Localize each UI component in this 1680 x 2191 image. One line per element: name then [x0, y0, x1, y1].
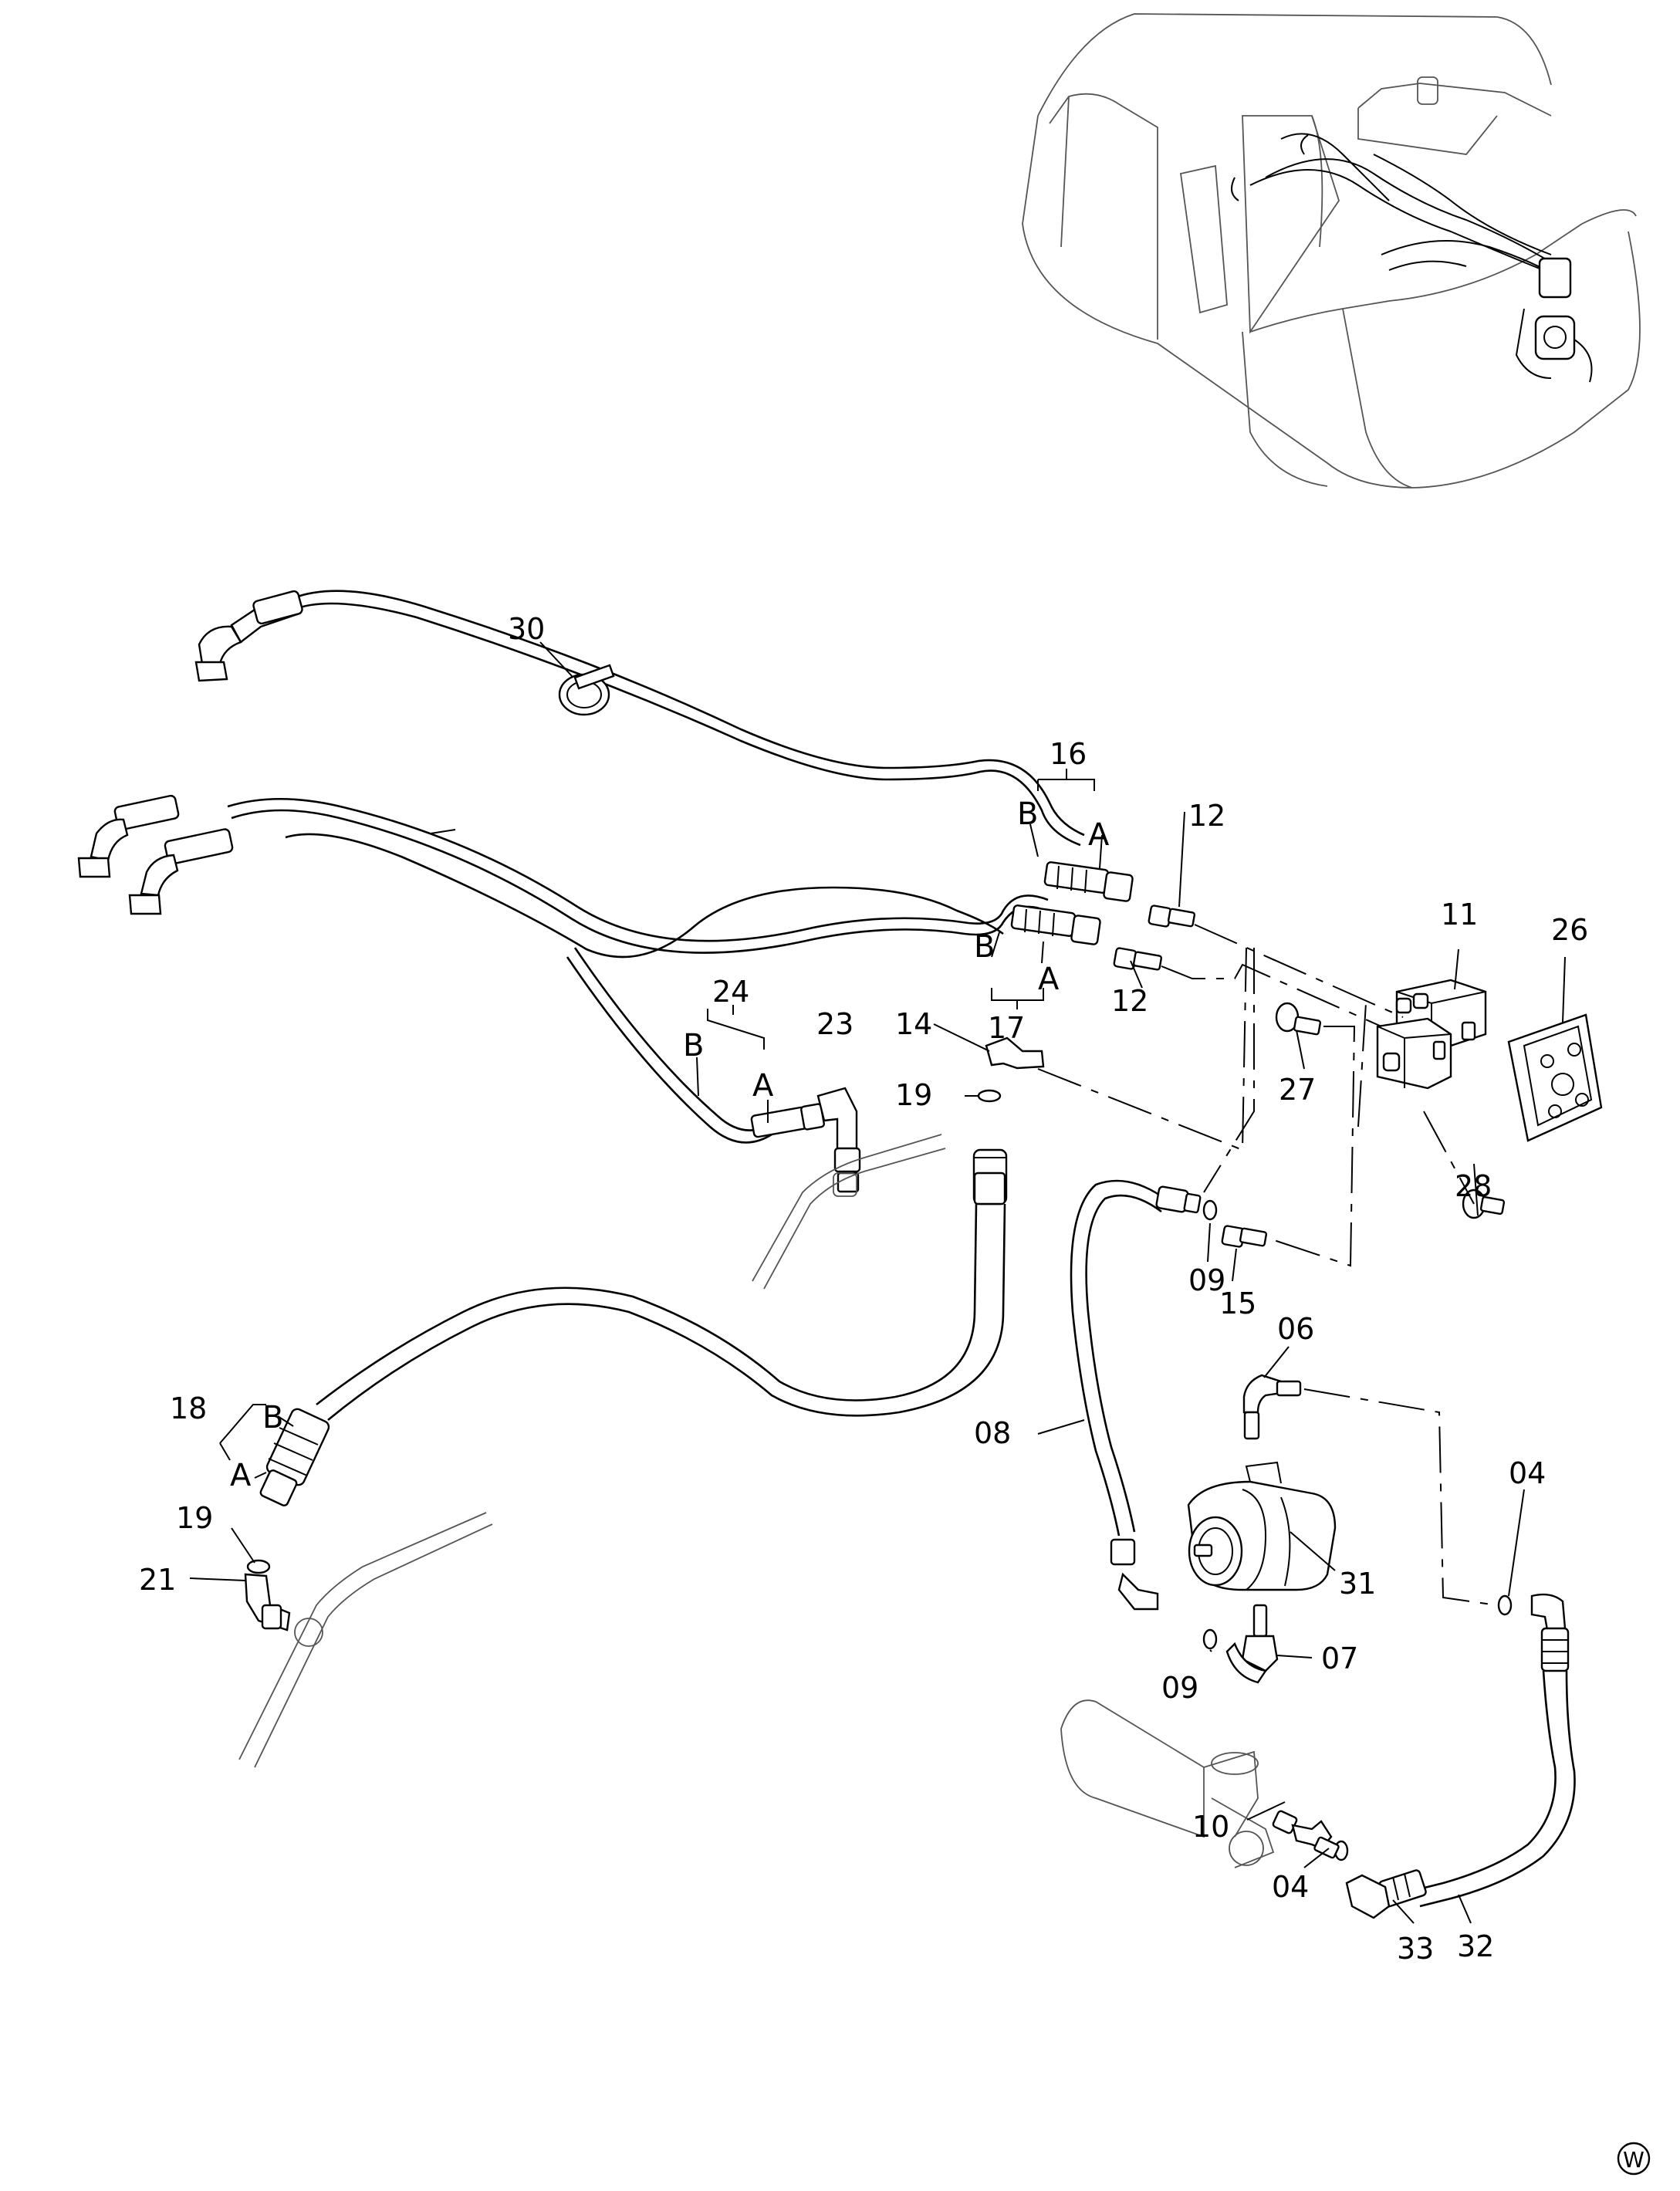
callout-26: 26: [1551, 913, 1588, 947]
callout-33: 33: [1397, 1932, 1434, 1966]
callout-14: 14: [895, 1007, 932, 1041]
callout-08: 08: [974, 1416, 1011, 1450]
callout-28: 28: [1455, 1169, 1492, 1203]
callout-21: 21: [139, 1563, 176, 1597]
port-a-17: A: [1038, 962, 1060, 997]
callout-12-upper: 12: [1188, 799, 1225, 833]
hose-assembly-16-17: [227, 590, 1085, 959]
port-a-18: A: [230, 1458, 252, 1493]
callout-04-right: 04: [1509, 1456, 1546, 1490]
callout-04-bottom: 04: [1272, 1870, 1309, 1904]
callout-24: 24: [712, 975, 749, 1009]
mounting-plate-26: [1507, 1013, 1603, 1142]
watermark-circle-w: W: [1617, 2142, 1651, 2176]
port-b-18: B: [262, 1400, 283, 1435]
callout-11: 11: [1441, 898, 1478, 932]
port-a-24: A: [752, 1068, 774, 1104]
motor-31: [1187, 1374, 1337, 1684]
port-b-16: B: [1017, 796, 1038, 832]
leader-lines: [189, 641, 1566, 1924]
callout-18: 18: [170, 1391, 207, 1425]
callout-27: 27: [1279, 1073, 1316, 1107]
hose-assembly-24: [566, 947, 861, 1193]
callout-07: 07: [1321, 1642, 1358, 1675]
callout-09-upper: 09: [1188, 1263, 1225, 1297]
excavator-cab-inset: [1022, 13, 1641, 489]
hose-assembly-18: [259, 1148, 1008, 1506]
callout-19-lower: 19: [176, 1501, 213, 1535]
hose-couplers-16-17: [1010, 861, 1134, 945]
hose-08: [1070, 1179, 1202, 1611]
port-a-16: A: [1088, 817, 1110, 853]
port-b-24: B: [683, 1028, 704, 1063]
callout-31: 31: [1339, 1567, 1376, 1601]
watermark-letter: W: [1623, 2147, 1645, 2172]
callout-15: 15: [1219, 1287, 1256, 1320]
callout-12-lower: 12: [1111, 984, 1148, 1018]
fitting-21: [244, 1559, 291, 1631]
port-letters: B A B A B A B A: [230, 796, 1110, 1493]
clamp-30: [558, 664, 615, 716]
fittings-small: [977, 904, 1513, 1861]
callout-17: 17: [988, 1011, 1025, 1045]
connection-lines: [1037, 924, 1498, 1606]
port-b-17: B: [974, 929, 995, 965]
callout-09-lower: 09: [1161, 1671, 1198, 1705]
callout-30: 30: [508, 612, 545, 646]
hose-32: [1272, 1593, 1576, 1919]
callout-32: 32: [1457, 1929, 1494, 1963]
callout-labels: 30 16 12 11 26 24 23 14 12 19 27 17 28 0…: [139, 612, 1588, 1966]
callout-16: 16: [1050, 737, 1087, 771]
hose-end-fittings-upper-left: [77, 590, 303, 915]
callout-06: 06: [1277, 1312, 1314, 1346]
valve-block-11: [1376, 979, 1487, 1090]
callout-19-upper: 19: [895, 1078, 932, 1112]
machine-frame-ghost: [238, 1134, 1275, 1868]
callout-10: 10: [1192, 1810, 1229, 1844]
callout-23: 23: [816, 1007, 854, 1041]
